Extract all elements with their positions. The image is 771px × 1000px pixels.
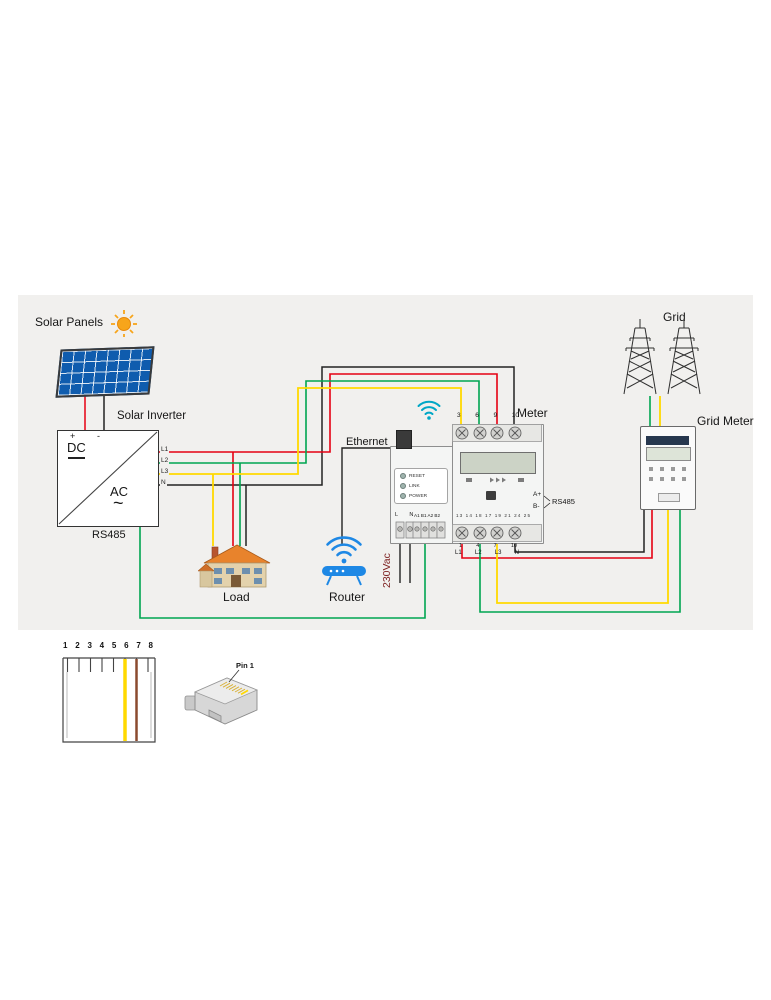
grid-meter-box xyxy=(640,426,696,510)
meter-main-module xyxy=(452,424,544,544)
power-led-label: POWER xyxy=(409,493,428,499)
bot-term-10: 10 xyxy=(510,543,517,549)
top-term-9: 9 xyxy=(493,412,498,419)
inverter-diagonal xyxy=(58,431,158,525)
meter-label: Meter xyxy=(517,406,548,420)
router-icon xyxy=(322,536,366,586)
grid-towers-icon xyxy=(623,319,701,395)
load-label: Load xyxy=(223,590,250,604)
bot-term-4: 4 xyxy=(476,543,480,549)
bot-term-1: 1 xyxy=(459,543,463,549)
meter-top-terminal-strip xyxy=(452,424,542,442)
inverter-plus: + xyxy=(70,431,76,441)
wire-l3-run xyxy=(157,387,462,475)
meter-comm-terminal-blocks xyxy=(395,521,446,539)
power-led-icon xyxy=(400,493,406,499)
dc-symbol-line xyxy=(68,457,85,459)
meter-bottom-terminal-labels: L1 L2 L3 N xyxy=(455,550,519,556)
bot-lbl-n: N xyxy=(514,550,519,556)
meter-icon-bar xyxy=(466,477,524,483)
rj45-plug-pin1-highlight xyxy=(240,689,249,696)
sun-icon xyxy=(111,310,137,337)
wire-rs485-comm xyxy=(139,525,426,619)
grid-meter-port xyxy=(658,493,680,502)
inverter-ac-tilde: ~ xyxy=(113,493,124,513)
link-led-label: LINK xyxy=(409,483,420,489)
rj45-pin-3: 3 xyxy=(87,641,92,650)
meter-bottom-terminal-numbers: 1 4 7 10 xyxy=(459,543,517,549)
b-minus-label: B- xyxy=(533,503,540,510)
rs485-meter-label: RS485 xyxy=(552,497,575,506)
reset-led-label: RESET xyxy=(409,473,425,479)
a-plus-label: A+ xyxy=(533,491,542,498)
meter-top-terminal-numbers: 3 6 9 10 xyxy=(457,412,519,419)
rj45-pin-5: 5 xyxy=(111,641,117,650)
tick-a-plus xyxy=(543,495,551,502)
solar-panels-label: Solar Panels xyxy=(35,315,104,329)
tick-b-minus xyxy=(543,502,551,509)
bot-lbl-l3: L3 xyxy=(494,550,502,556)
ethernet-port xyxy=(396,430,412,449)
inverter-terminal-l3: L3 xyxy=(160,468,170,475)
grid-meter-label: Grid Meter xyxy=(697,414,754,428)
wire-meter-to-gridmeter-green xyxy=(479,508,681,613)
meter-comm-terms-label: A1 B1 A2 B2 xyxy=(414,512,441,518)
led-row-link: LINK xyxy=(400,481,447,491)
grid-label: Grid xyxy=(663,310,686,324)
rj45-plug-icon xyxy=(184,669,259,725)
wire-l2-run xyxy=(157,380,480,464)
inverter-terminal-n: N xyxy=(160,479,167,486)
top-term-6: 6 xyxy=(475,412,479,419)
rj45-pin1-label: Pin 1 xyxy=(236,661,254,670)
meter-bottom-terminal-strip xyxy=(452,524,542,542)
wire-meter-to-gridmeter-yellow xyxy=(496,508,669,604)
rj45-pin-8: 8 xyxy=(148,641,153,650)
rs485-inverter-label: RS485 xyxy=(92,529,126,541)
inverter-minus: - xyxy=(97,431,100,441)
load-house-icon xyxy=(198,544,271,588)
bot-lbl-l2: L2 xyxy=(474,550,482,556)
wifi-icon xyxy=(417,400,441,420)
top-term-10: 10 xyxy=(511,412,519,419)
grid-meter-lcd xyxy=(646,447,691,461)
rj45-pin-4: 4 xyxy=(99,641,105,650)
bot-lbl-l1: L1 xyxy=(455,550,462,556)
solar-panel-graphic xyxy=(55,346,155,398)
grid-meter-buttons xyxy=(649,467,686,481)
rj45-pin-6: 6 xyxy=(124,641,129,650)
inverter-terminal-l1: L1 xyxy=(160,446,170,453)
router-label: Router xyxy=(329,590,366,604)
led-row-power: POWER xyxy=(400,491,447,501)
meter-aux-terminal-numbers: 13 14 18 17 19 21 24 25 xyxy=(456,513,532,518)
meter-ln-label: L N xyxy=(395,512,419,518)
rj45-pin-7: 7 xyxy=(136,641,141,650)
solar-inverter-box: + - DC AC ~ xyxy=(57,430,159,527)
rj45-pin-numbers: 1 2 3 4 5 6 7 8 xyxy=(63,641,153,650)
inverter-dc-label: DC xyxy=(67,440,86,455)
meter-lcd-display xyxy=(460,452,536,474)
link-led-icon xyxy=(400,483,406,489)
solar-inverter-label: Solar Inverter xyxy=(117,410,187,422)
top-term-3: 3 xyxy=(457,412,461,419)
wire-meter-to-gridmeter-red xyxy=(461,508,653,559)
wire-n-run xyxy=(157,366,515,486)
inverter-terminal-l2: L2 xyxy=(160,457,170,464)
ethernet-label: Ethernet xyxy=(346,436,388,448)
reset-led-icon xyxy=(400,473,406,479)
inverter-ac-label: AC xyxy=(110,484,129,499)
led-row-reset: RESET xyxy=(400,471,447,481)
bot-term-7: 7 xyxy=(493,543,497,549)
rj45-pin-2: 2 xyxy=(75,641,80,650)
meter-led-panel: RESET LINK POWER xyxy=(394,468,448,504)
meter-button[interactable] xyxy=(486,491,496,500)
grid-meter-brand-band xyxy=(646,436,689,445)
rj45-connector-diagram xyxy=(62,657,156,743)
rj45-pin-1: 1 xyxy=(63,641,68,650)
wire-l1-run xyxy=(157,373,498,453)
